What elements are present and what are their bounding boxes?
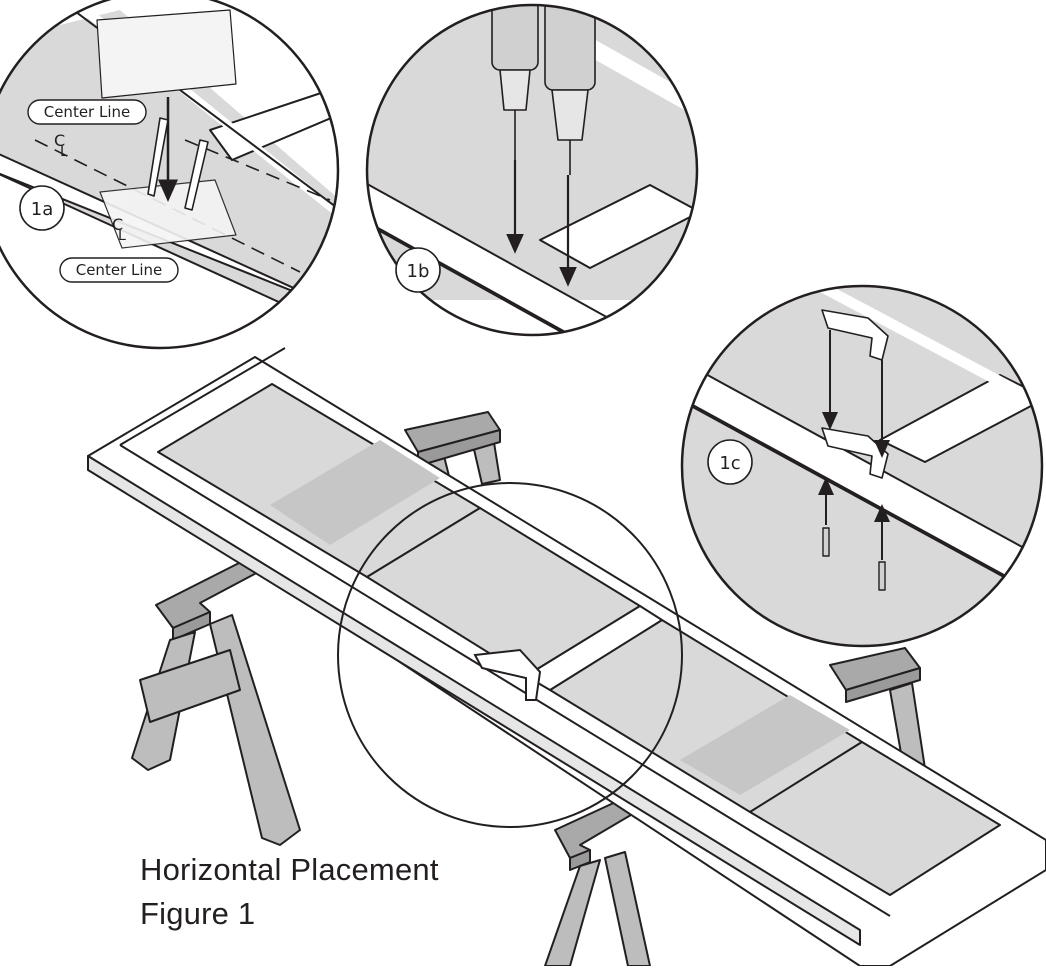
template-icon — [96, 9, 237, 99]
cl-symbol-top: C — [54, 131, 65, 150]
svg-text:Center Line: Center Line — [44, 103, 131, 121]
cl-symbol-bottom-sub: L — [118, 228, 126, 244]
callout-1b: 1b — [395, 247, 441, 293]
sawhorse-left — [131, 411, 501, 846]
door-panel — [87, 347, 1046, 967]
cl-symbol-bottom: C — [112, 215, 123, 234]
svg-text:1c: 1c — [719, 453, 740, 474]
figure-caption-number: Figure 1 — [140, 896, 256, 931]
svg-text:Center Line: Center Line — [76, 261, 163, 279]
figure-caption-title: Horizontal Placement — [140, 852, 439, 887]
center-line-label-bottom: Center Line — [59, 257, 179, 283]
handle-icon — [473, 648, 542, 701]
screw-icon — [822, 527, 886, 591]
detail-1c: 1c — [680, 284, 1044, 648]
svg-text:1a: 1a — [31, 199, 53, 220]
svg-text:1b: 1b — [407, 261, 430, 282]
detail-1b: 1b — [365, 3, 699, 337]
handle-icon — [821, 309, 889, 479]
callout-1a: 1a — [19, 185, 65, 231]
detail-1a: Center Line Center Line C L C L 1a — [0, 0, 340, 350]
cl-symbol-top-sub: L — [60, 144, 68, 160]
pencil-icon — [147, 117, 209, 211]
center-line-label-top: Center Line — [27, 99, 147, 125]
detail-highlight-circle — [337, 482, 683, 828]
drill-icon — [491, 5, 596, 175]
callout-1c: 1c — [707, 439, 753, 485]
